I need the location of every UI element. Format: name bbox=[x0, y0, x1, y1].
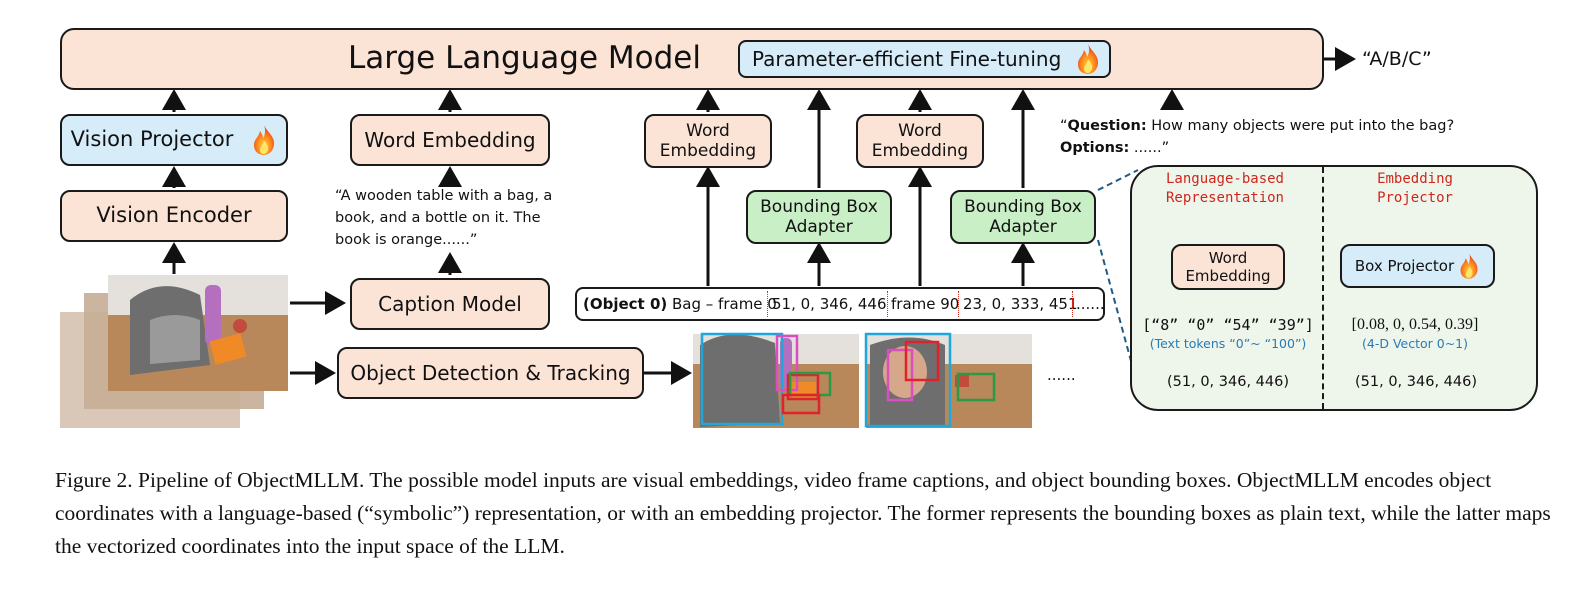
vector-values: [0.08, 0, 0.54, 0.39] bbox=[1351, 316, 1479, 333]
vision-projector-label: Vision Projector bbox=[70, 127, 234, 152]
llm-output: “A/B/C” bbox=[1362, 48, 1432, 70]
panel-divider bbox=[1322, 167, 1324, 409]
object-token-strip: (Object 0) Bag – frame 0 51, 0, 346, 446… bbox=[575, 287, 1105, 321]
left-input-coords: (51, 0, 346, 446) bbox=[1167, 374, 1289, 390]
box-projector-label: Box Projector bbox=[1354, 257, 1455, 275]
caption-model-label: Caption Model bbox=[378, 292, 522, 316]
box-projector-box: Box Projector bbox=[1340, 244, 1495, 288]
frames-ellipsis: ...... bbox=[1047, 366, 1076, 384]
llm-title: Large Language Model bbox=[348, 40, 701, 76]
caption-model-box: Caption Model bbox=[350, 278, 550, 330]
token-separator bbox=[887, 291, 888, 317]
token-frame-90: frame 90 bbox=[891, 295, 960, 313]
text-tokens: [“8” “0” “54” “39”] bbox=[1142, 316, 1314, 334]
vector-note: (4-D Vector 0~1) bbox=[1362, 336, 1468, 351]
word-embedding-caption-label: Word Embedding bbox=[364, 128, 536, 152]
bbox-adapter-label-2: Bounding Box Adapter bbox=[964, 196, 1082, 237]
word-embedding-box-1: Word Embedding bbox=[644, 114, 772, 168]
token-separator bbox=[767, 291, 768, 317]
zoom-word-embedding-label: Word Embedding bbox=[1185, 249, 1271, 285]
bbox-adapter-box-2: Bounding Box Adapter bbox=[950, 190, 1096, 244]
word-embedding-label-2: Word Embedding bbox=[871, 120, 969, 161]
caption-text: “A wooden table with a bag, a book, and … bbox=[335, 188, 553, 248]
bbox-adapter-label-1: Bounding Box Adapter bbox=[760, 196, 878, 237]
figure-caption: Figure 2. Pipeline of ObjectMLLM. The po… bbox=[55, 468, 1551, 558]
fire-icon bbox=[254, 125, 275, 155]
vision-projector-box: Vision Projector bbox=[60, 114, 288, 166]
token-coords-frame-0: 51, 0, 346, 446 bbox=[772, 295, 887, 313]
video-frames-stack bbox=[60, 275, 288, 428]
detection-frame-90 bbox=[864, 332, 1032, 428]
token-separator bbox=[958, 291, 959, 317]
question-text: “Question: How many objects were put int… bbox=[1060, 118, 1455, 156]
llm-box bbox=[60, 28, 1324, 90]
bbox-adapter-box-1: Bounding Box Adapter bbox=[746, 190, 892, 244]
word-embedding-box-2: Word Embedding bbox=[856, 114, 984, 168]
right-input-coords: (51, 0, 346, 446) bbox=[1355, 374, 1477, 390]
token-coords-frame-90: 23, 0, 333, 451 bbox=[963, 295, 1078, 313]
fire-icon bbox=[1078, 44, 1099, 74]
token-object-label: (Object 0) Bag – frame 0 bbox=[583, 295, 777, 313]
vision-encoder-label: Vision Encoder bbox=[96, 203, 252, 228]
vision-encoder-box: Vision Encoder bbox=[60, 190, 288, 242]
text-tokens-note: (Text tokens “0”~ “100”) bbox=[1149, 336, 1307, 351]
detection-frame-0 bbox=[693, 332, 859, 428]
fire-icon bbox=[1460, 253, 1478, 279]
peft-label: Parameter-efficient Fine-tuning bbox=[752, 47, 1062, 71]
word-embedding-label-1: Word Embedding bbox=[659, 120, 757, 161]
peft-box: Parameter-efficient Fine-tuning bbox=[738, 40, 1111, 78]
word-embedding-caption-box: Word Embedding bbox=[350, 114, 550, 166]
token-separator bbox=[1072, 291, 1073, 317]
zoom-word-embedding-box: Word Embedding bbox=[1171, 244, 1285, 290]
embedding-projector-title: Embedding Projector bbox=[1377, 171, 1453, 206]
language-based-title: Language-based Representation bbox=[1165, 171, 1284, 206]
token-ellipsis: ...... bbox=[1076, 295, 1105, 313]
object-detection-box: Object Detection & Tracking bbox=[337, 347, 644, 399]
object-detection-label: Object Detection & Tracking bbox=[350, 361, 631, 385]
